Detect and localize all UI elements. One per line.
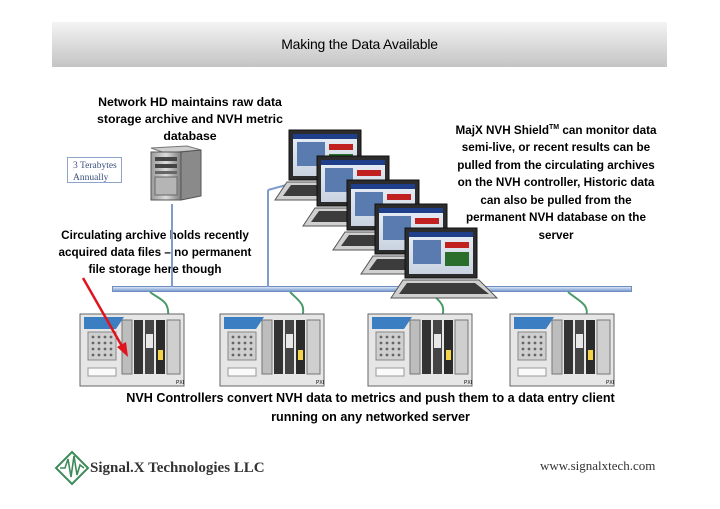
chassis-label-2: PXI — [316, 380, 324, 386]
server-tower-icon — [150, 145, 202, 201]
majx-prefix: MajX NVH Shield — [455, 123, 549, 137]
company-name: Signal.X Technologies LLC — [90, 460, 265, 476]
chassis-label-3: PXI — [464, 380, 472, 386]
signalx-logo-icon — [54, 450, 90, 486]
circulating-archive-text: Circulating archive holds recently acqui… — [58, 229, 252, 276]
network-hd-text: Network HD maintains raw data storage ar… — [97, 95, 283, 143]
storage-note: 3 Terabytes Annually — [67, 157, 122, 183]
pxi-chassis-row: PXI PXI PXI PXI — [79, 313, 615, 387]
network-bus — [112, 286, 632, 292]
title-bar: Making the Data Available — [52, 22, 667, 67]
page-title: Making the Data Available — [281, 36, 438, 52]
controllers-text: NVH Controllers convert NVH data to metr… — [126, 391, 615, 424]
chassis-label-4: PXI — [606, 380, 614, 386]
majx-text: MajX NVH ShieldTM can monitor data semi-… — [449, 119, 663, 244]
majx-tm: TM — [549, 124, 560, 131]
chassis-label-1: PXI — [176, 380, 184, 386]
majx-rest: can monitor data semi-live, or recent re… — [457, 123, 657, 242]
company-url[interactable]: www.signalxtech.com — [540, 458, 656, 473]
